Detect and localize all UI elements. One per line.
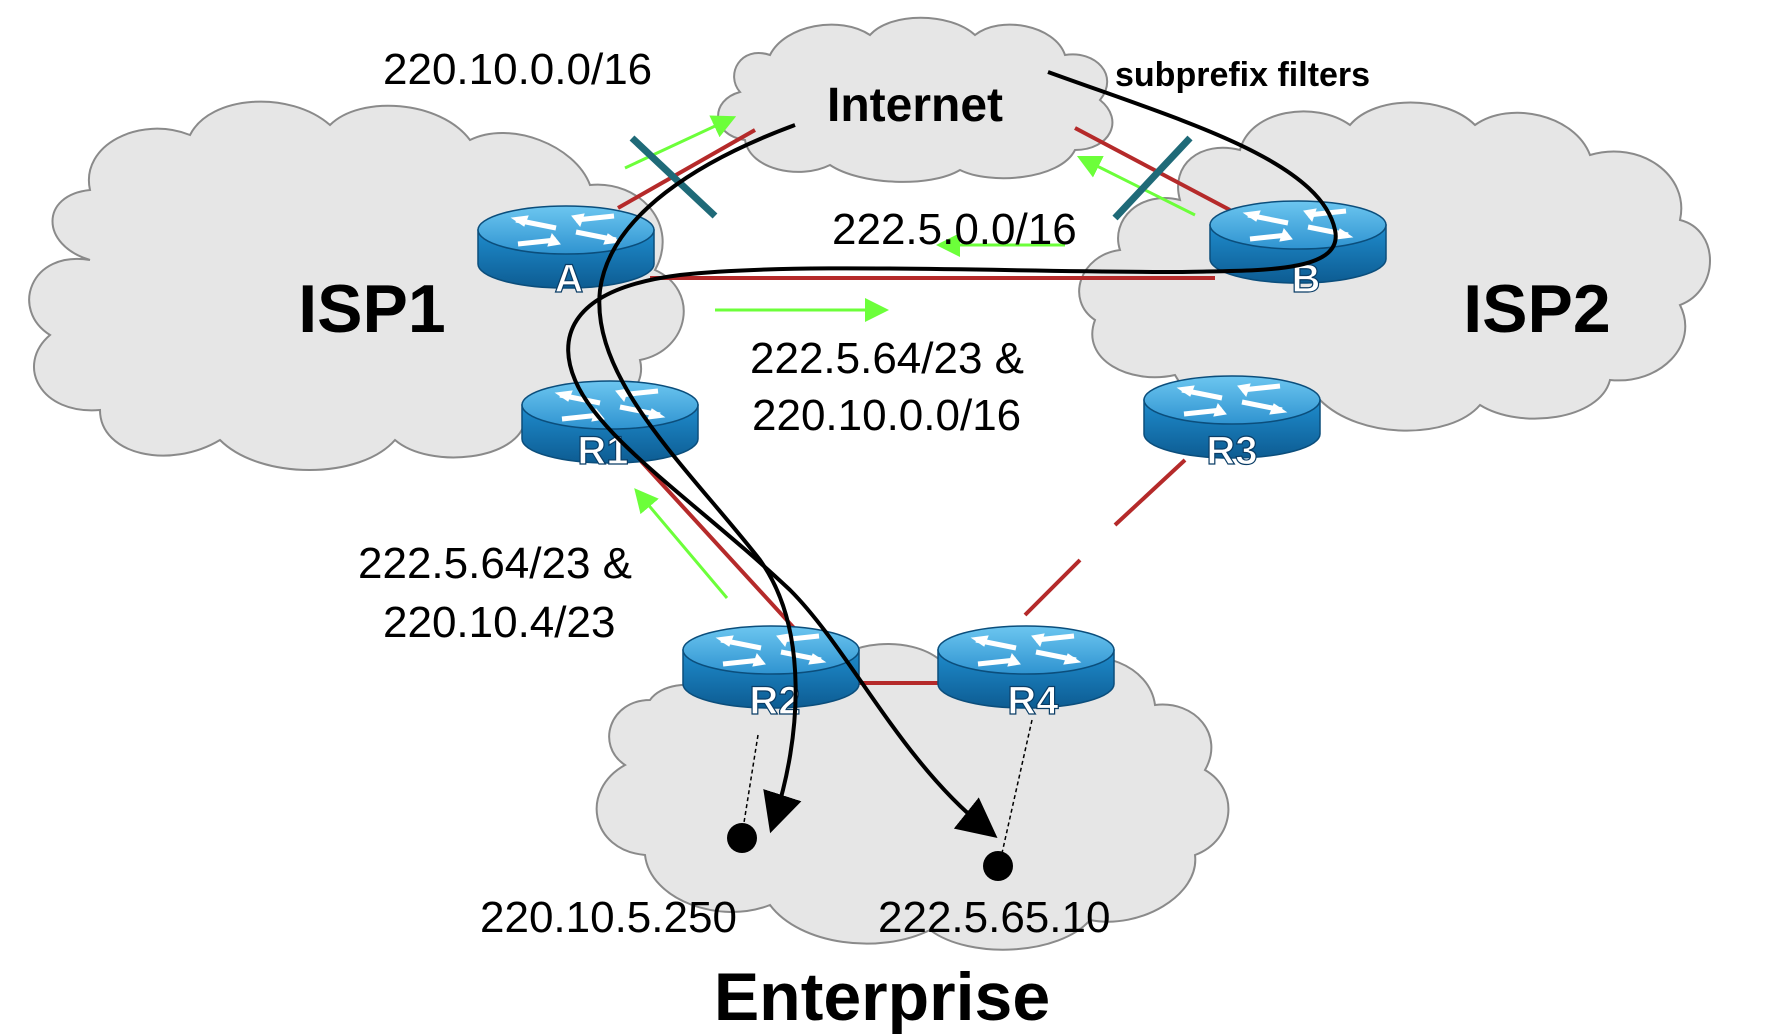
enterprise-cloud — [595, 638, 1230, 951]
filter-mark-b — [1112, 135, 1193, 221]
links — [617, 126, 1231, 685]
link-r3-r4a — [1113, 458, 1187, 527]
prefix-b-a: 222.5.0.0/16 — [832, 205, 1077, 254]
prefix-r2-r1-line1: 222.5.64/23 & — [358, 539, 632, 588]
prefix-a-internet: 220.10.0.0/16 — [383, 45, 652, 94]
link-r3-r4b — [1023, 558, 1082, 617]
link-r1-r2 — [638, 458, 807, 642]
host-left-tether — [741, 734, 759, 836]
isp1-label: ISP1 — [298, 271, 445, 347]
link-b-internet — [1074, 126, 1231, 212]
enterprise-label: Enterprise — [714, 959, 1050, 1035]
isp2-label: ISP2 — [1463, 271, 1610, 347]
router-a-label: A — [555, 257, 584, 301]
advert-arrow-a-internet — [624, 115, 737, 170]
traffic-path-to-right-host — [566, 70, 1338, 839]
host-right-address: 222.5.65.10 — [878, 893, 1110, 942]
internet-label: Internet — [827, 79, 1003, 132]
subprefix-filters-label: subprefix filters — [1115, 56, 1370, 94]
host-left[interactable] — [727, 823, 757, 853]
host-right[interactable] — [983, 851, 1013, 881]
filter-mark-a — [629, 135, 718, 219]
advert-arrow-r2-r1 — [634, 488, 729, 599]
prefix-a-b-line1: 222.5.64/23 & — [750, 334, 1024, 383]
isp2-cloud — [1078, 101, 1711, 432]
host-right-tether — [999, 719, 1033, 863]
isp1-cloud — [28, 100, 685, 471]
router-r4-label: R4 — [1007, 679, 1059, 723]
router-r3-label: R3 — [1206, 429, 1257, 473]
prefix-r2-r1-line2: 220.10.4/23 — [383, 598, 615, 647]
router-r1-label: R1 — [577, 429, 628, 473]
link-a-internet — [617, 128, 756, 210]
host-left-address: 220.10.5.250 — [480, 893, 737, 942]
router-r2-label: R2 — [749, 679, 800, 723]
traffic-path-to-left-host — [597, 123, 802, 834]
prefix-a-b-line2: 220.10.0.0/16 — [752, 391, 1021, 440]
